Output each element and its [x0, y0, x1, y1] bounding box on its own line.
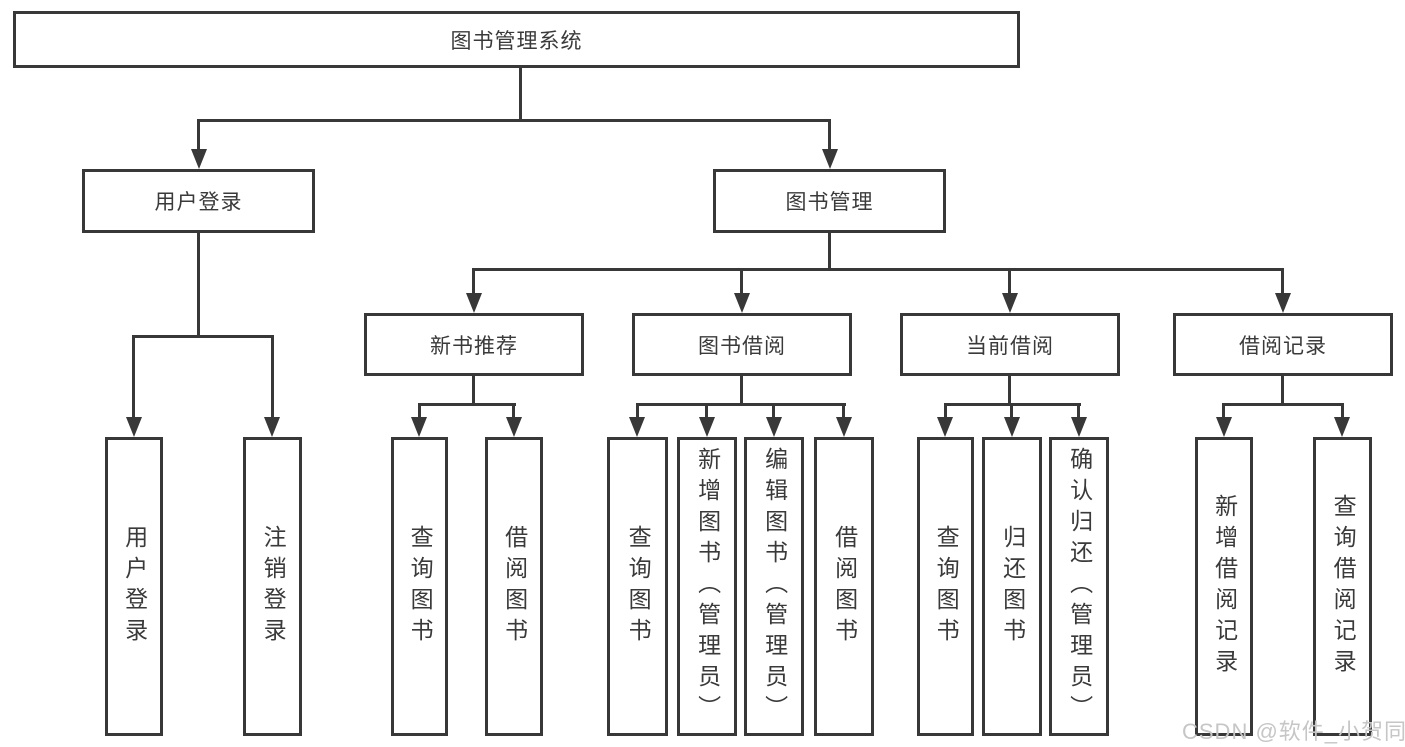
- node-library-system: 图书管理系统: [13, 11, 1020, 68]
- connector-line-vertical: [1008, 376, 1011, 406]
- connector-line-horizontal: [418, 403, 516, 406]
- arrow-down-icon: [1004, 417, 1020, 437]
- leaf-borrow-books-recommend: 借阅图书: [485, 437, 543, 736]
- arrow-down-icon: [1216, 417, 1232, 437]
- connector-line-vertical: [1008, 268, 1011, 295]
- leaf-confirm-return-admin: 确认归还（管理员）: [1049, 437, 1109, 736]
- leaf-logout: 注销登录: [243, 437, 302, 736]
- leaf-add-borrow-record-label: 新增借阅记录: [1211, 493, 1238, 680]
- node-book-management-label: 图书管理: [785, 191, 874, 214]
- leaf-edit-book-admin-label: 编辑图书（管理员）: [761, 447, 788, 726]
- leaf-return-books: 归还图书: [982, 437, 1042, 736]
- arrow-down-icon: [699, 417, 715, 437]
- connector-line-vertical: [828, 233, 831, 271]
- leaf-borrow-books-label: 借阅图书: [831, 524, 858, 649]
- leaf-query-borrow-record-label: 查询借阅记录: [1330, 493, 1357, 680]
- node-borrow-records: 借阅记录: [1173, 313, 1393, 376]
- leaf-query-borrow-record: 查询借阅记录: [1313, 437, 1372, 736]
- arrow-down-icon: [937, 417, 953, 437]
- arrow-down-icon: [1071, 417, 1087, 437]
- node-user-login: 用户登录: [82, 169, 315, 233]
- connector-line-vertical: [271, 335, 274, 419]
- connector-line-vertical: [1281, 268, 1284, 295]
- leaf-borrow-books: 借阅图书: [814, 437, 874, 736]
- connector-line-vertical: [636, 403, 639, 419]
- leaf-user-login-label: 用户登录: [121, 524, 148, 649]
- leaf-borrow-books-recommend-label: 借阅图书: [501, 524, 528, 649]
- connector-line-vertical: [1222, 403, 1225, 419]
- leaf-query-books-recommend-label: 查询图书: [407, 524, 434, 649]
- connector-line-vertical: [418, 403, 421, 419]
- connector-line-vertical: [1077, 403, 1080, 419]
- connector-line-vertical: [472, 268, 475, 295]
- leaf-query-books-borrow-label: 查询图书: [625, 524, 652, 649]
- leaf-edit-book-admin: 编辑图书（管理员）: [744, 437, 804, 736]
- connector-line-horizontal: [636, 403, 846, 406]
- leaf-add-book-admin: 新增图书（管理员）: [677, 437, 737, 736]
- node-new-book-recommend-label: 新书推荐: [430, 334, 518, 358]
- arrow-down-icon: [1275, 293, 1291, 313]
- connector-line-vertical: [512, 403, 515, 419]
- arrow-down-icon: [191, 149, 207, 169]
- connector-line-vertical: [772, 403, 775, 419]
- watermark-text: CSDN @软件_小贺同学: [1182, 719, 1405, 744]
- leaf-user-login: 用户登录: [105, 437, 163, 736]
- connector-line-horizontal: [472, 268, 1284, 271]
- node-current-borrow: 当前借阅: [900, 313, 1120, 376]
- leaf-logout-label: 注销登录: [260, 524, 287, 649]
- connector-line-vertical: [828, 119, 831, 151]
- arrow-down-icon: [734, 293, 750, 313]
- connector-line-vertical: [1010, 403, 1013, 419]
- connector-line-vertical: [1341, 403, 1344, 419]
- connector-line-vertical: [132, 335, 135, 419]
- connector-line-vertical: [842, 403, 845, 419]
- arrow-down-icon: [1334, 417, 1350, 437]
- leaf-query-books-recommend: 查询图书: [391, 437, 448, 736]
- arrow-down-icon: [766, 417, 782, 437]
- node-book-borrow-label: 图书借阅: [698, 334, 786, 358]
- arrow-down-icon: [836, 417, 852, 437]
- connector-line-vertical: [740, 376, 743, 406]
- leaf-query-books-borrow: 查询图书: [607, 437, 668, 736]
- arrow-down-icon: [506, 417, 522, 437]
- connector-line-vertical: [740, 268, 743, 295]
- node-borrow-records-label: 借阅记录: [1239, 334, 1327, 358]
- connector-line-horizontal: [1222, 403, 1344, 406]
- connector-line-vertical: [472, 376, 475, 406]
- leaf-add-book-admin-label: 新增图书（管理员）: [694, 447, 721, 726]
- node-book-management: 图书管理: [713, 169, 946, 233]
- connector-line-vertical: [197, 119, 200, 151]
- leaf-confirm-return-admin-label: 确认归还（管理员）: [1066, 447, 1093, 726]
- node-library-system-label: 图书管理系统: [450, 29, 583, 53]
- node-book-borrow: 图书借阅: [632, 313, 852, 376]
- connector-line-horizontal: [132, 335, 274, 338]
- connector-line-horizontal: [197, 119, 831, 122]
- leaf-query-books-current: 查询图书: [917, 437, 974, 736]
- arrow-down-icon: [466, 293, 482, 313]
- leaf-return-books-label: 归还图书: [999, 524, 1026, 649]
- connector-line-vertical: [944, 403, 947, 419]
- connector-line-vertical: [197, 233, 200, 338]
- arrow-down-icon: [629, 417, 645, 437]
- leaf-add-borrow-record: 新增借阅记录: [1195, 437, 1253, 736]
- node-current-borrow-label: 当前借阅: [966, 334, 1054, 358]
- arrow-down-icon: [411, 417, 427, 437]
- connector-line-vertical: [705, 403, 708, 419]
- arrow-down-icon: [264, 417, 280, 437]
- arrow-down-icon: [1002, 293, 1018, 313]
- arrow-down-icon: [126, 417, 142, 437]
- node-user-login-label: 用户登录: [154, 191, 243, 214]
- connector-line-vertical: [1281, 376, 1284, 406]
- leaf-query-books-current-label: 查询图书: [933, 524, 960, 649]
- arrow-down-icon: [822, 149, 838, 169]
- connector-line-vertical: [519, 68, 522, 122]
- node-new-book-recommend: 新书推荐: [364, 313, 584, 376]
